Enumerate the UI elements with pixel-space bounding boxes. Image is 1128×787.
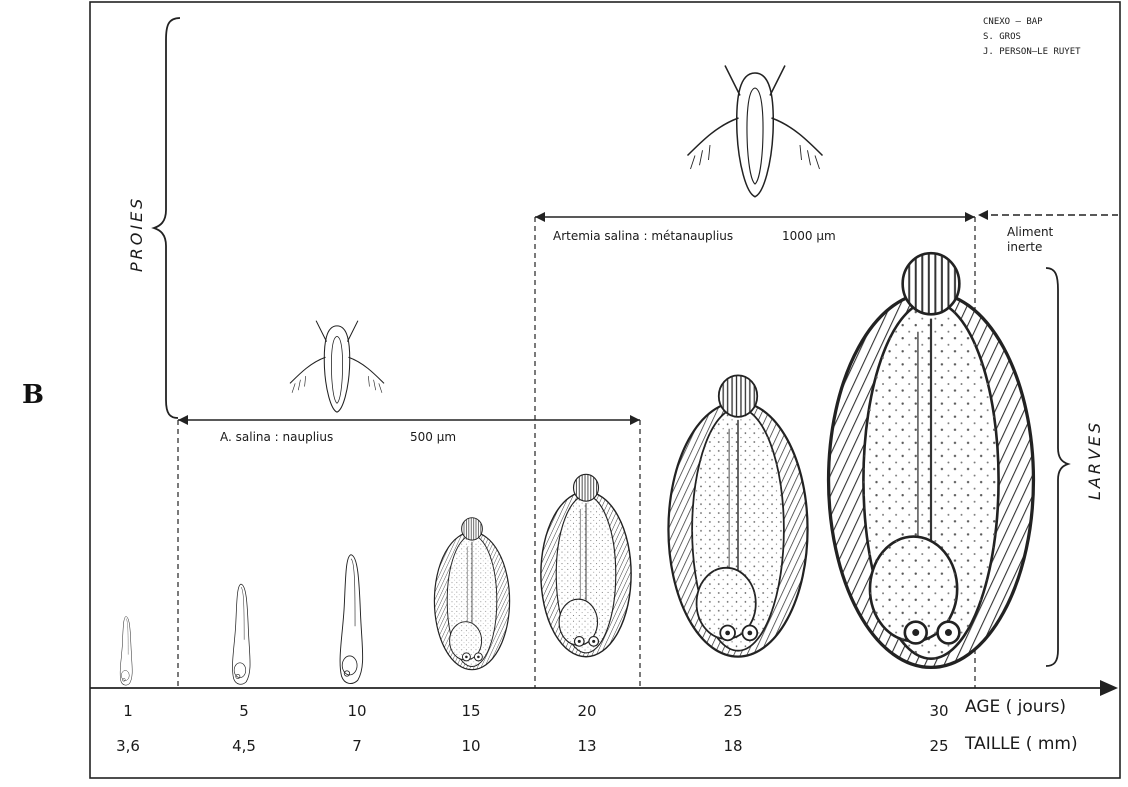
larvae-brace-label: LARVES (1085, 420, 1104, 500)
prey-brace-label: PROIES (127, 196, 146, 272)
credit-line-2: S. GROS (983, 32, 1021, 42)
age-tick-label: 30 (929, 702, 948, 720)
size-tick-label: 3,6 (116, 737, 140, 755)
metanauplius-size: 1000 µm (782, 229, 836, 243)
larvae-brace (1046, 268, 1068, 666)
size-tick-label: 4,5 (232, 737, 256, 755)
larva-illustration-day-25 (668, 375, 807, 656)
age-tick-label: 25 (723, 702, 742, 720)
metanauplius-label: Artemia salina : métanauplius (553, 229, 733, 243)
larva-illustration-day-10 (340, 555, 363, 684)
size-tick-label: 13 (577, 737, 596, 755)
larva-illustration-day-20 (541, 474, 631, 656)
nauplius-illustration (290, 321, 384, 412)
age-axis-label: AGE ( jours) (965, 697, 1066, 717)
size-tick-label: 18 (723, 737, 742, 755)
age-axis-arrow-icon (1100, 680, 1118, 696)
age-tick-label: 15 (461, 702, 480, 720)
age-tick-label: 5 (239, 702, 249, 720)
size-axis-label: TAILLE ( mm) (964, 734, 1078, 754)
larva-illustration-day-1 (120, 616, 132, 685)
size-tick-label: 25 (929, 737, 948, 755)
credit-line-3: J. PERSON—LE RUYET (983, 47, 1081, 57)
age-tick-label: 10 (347, 702, 366, 720)
prey-brace (154, 18, 180, 418)
age-tick-label: 20 (577, 702, 596, 720)
size-tick-label: 10 (461, 737, 480, 755)
size-tick-label: 7 (352, 737, 362, 755)
larva-illustration-day-5 (232, 584, 250, 684)
credit-line-1: CNEXO — BAP (983, 17, 1043, 27)
panel-letter: B (22, 380, 44, 410)
nauplius-size: 500 µm (410, 430, 456, 444)
age-tick-label: 1 (123, 702, 133, 720)
larva-illustration-day-15 (434, 518, 509, 670)
metanauplius-illustration (688, 66, 823, 197)
larva-illustration-day-30 (829, 253, 1034, 667)
nauplius-label: A. salina : nauplius (220, 430, 333, 444)
